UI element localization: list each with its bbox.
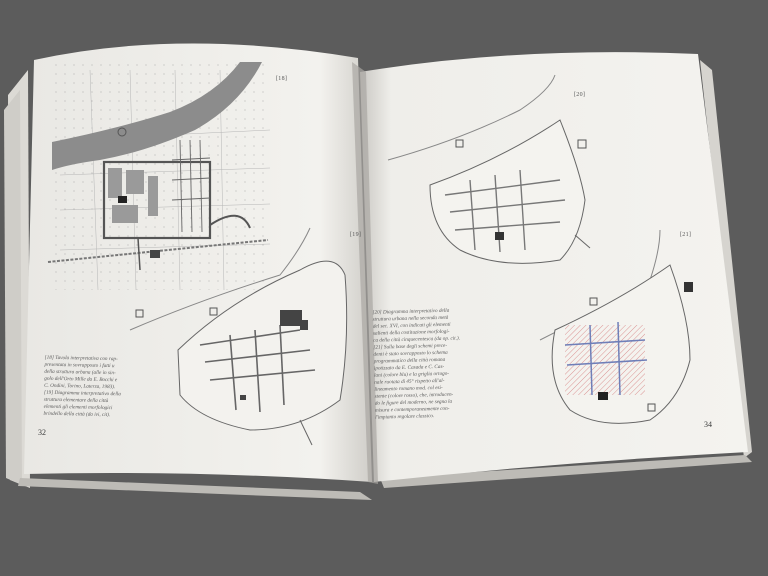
right-page-number: 34 bbox=[704, 420, 712, 429]
figure-20-diagram bbox=[387, 74, 591, 264]
figure-19-diagram bbox=[129, 227, 348, 446]
figure-label-18: [18] bbox=[276, 76, 288, 82]
left-page-number: 32 bbox=[38, 428, 46, 437]
figure-label-20: [20] bbox=[574, 92, 586, 98]
side-mark: [19] bbox=[350, 232, 362, 238]
figure-21-diagram bbox=[539, 229, 693, 424]
right-caption: [20] Diagramma interpretativo della stru… bbox=[372, 307, 461, 421]
figure-18-map bbox=[47, 62, 271, 291]
river-shape bbox=[52, 62, 262, 170]
left-caption: [18] Tavola interpretativa con rap- pres… bbox=[43, 354, 121, 419]
book-gutter bbox=[352, 62, 378, 484]
figure-label-21: [21] bbox=[680, 232, 692, 238]
page-stack bbox=[4, 60, 752, 500]
